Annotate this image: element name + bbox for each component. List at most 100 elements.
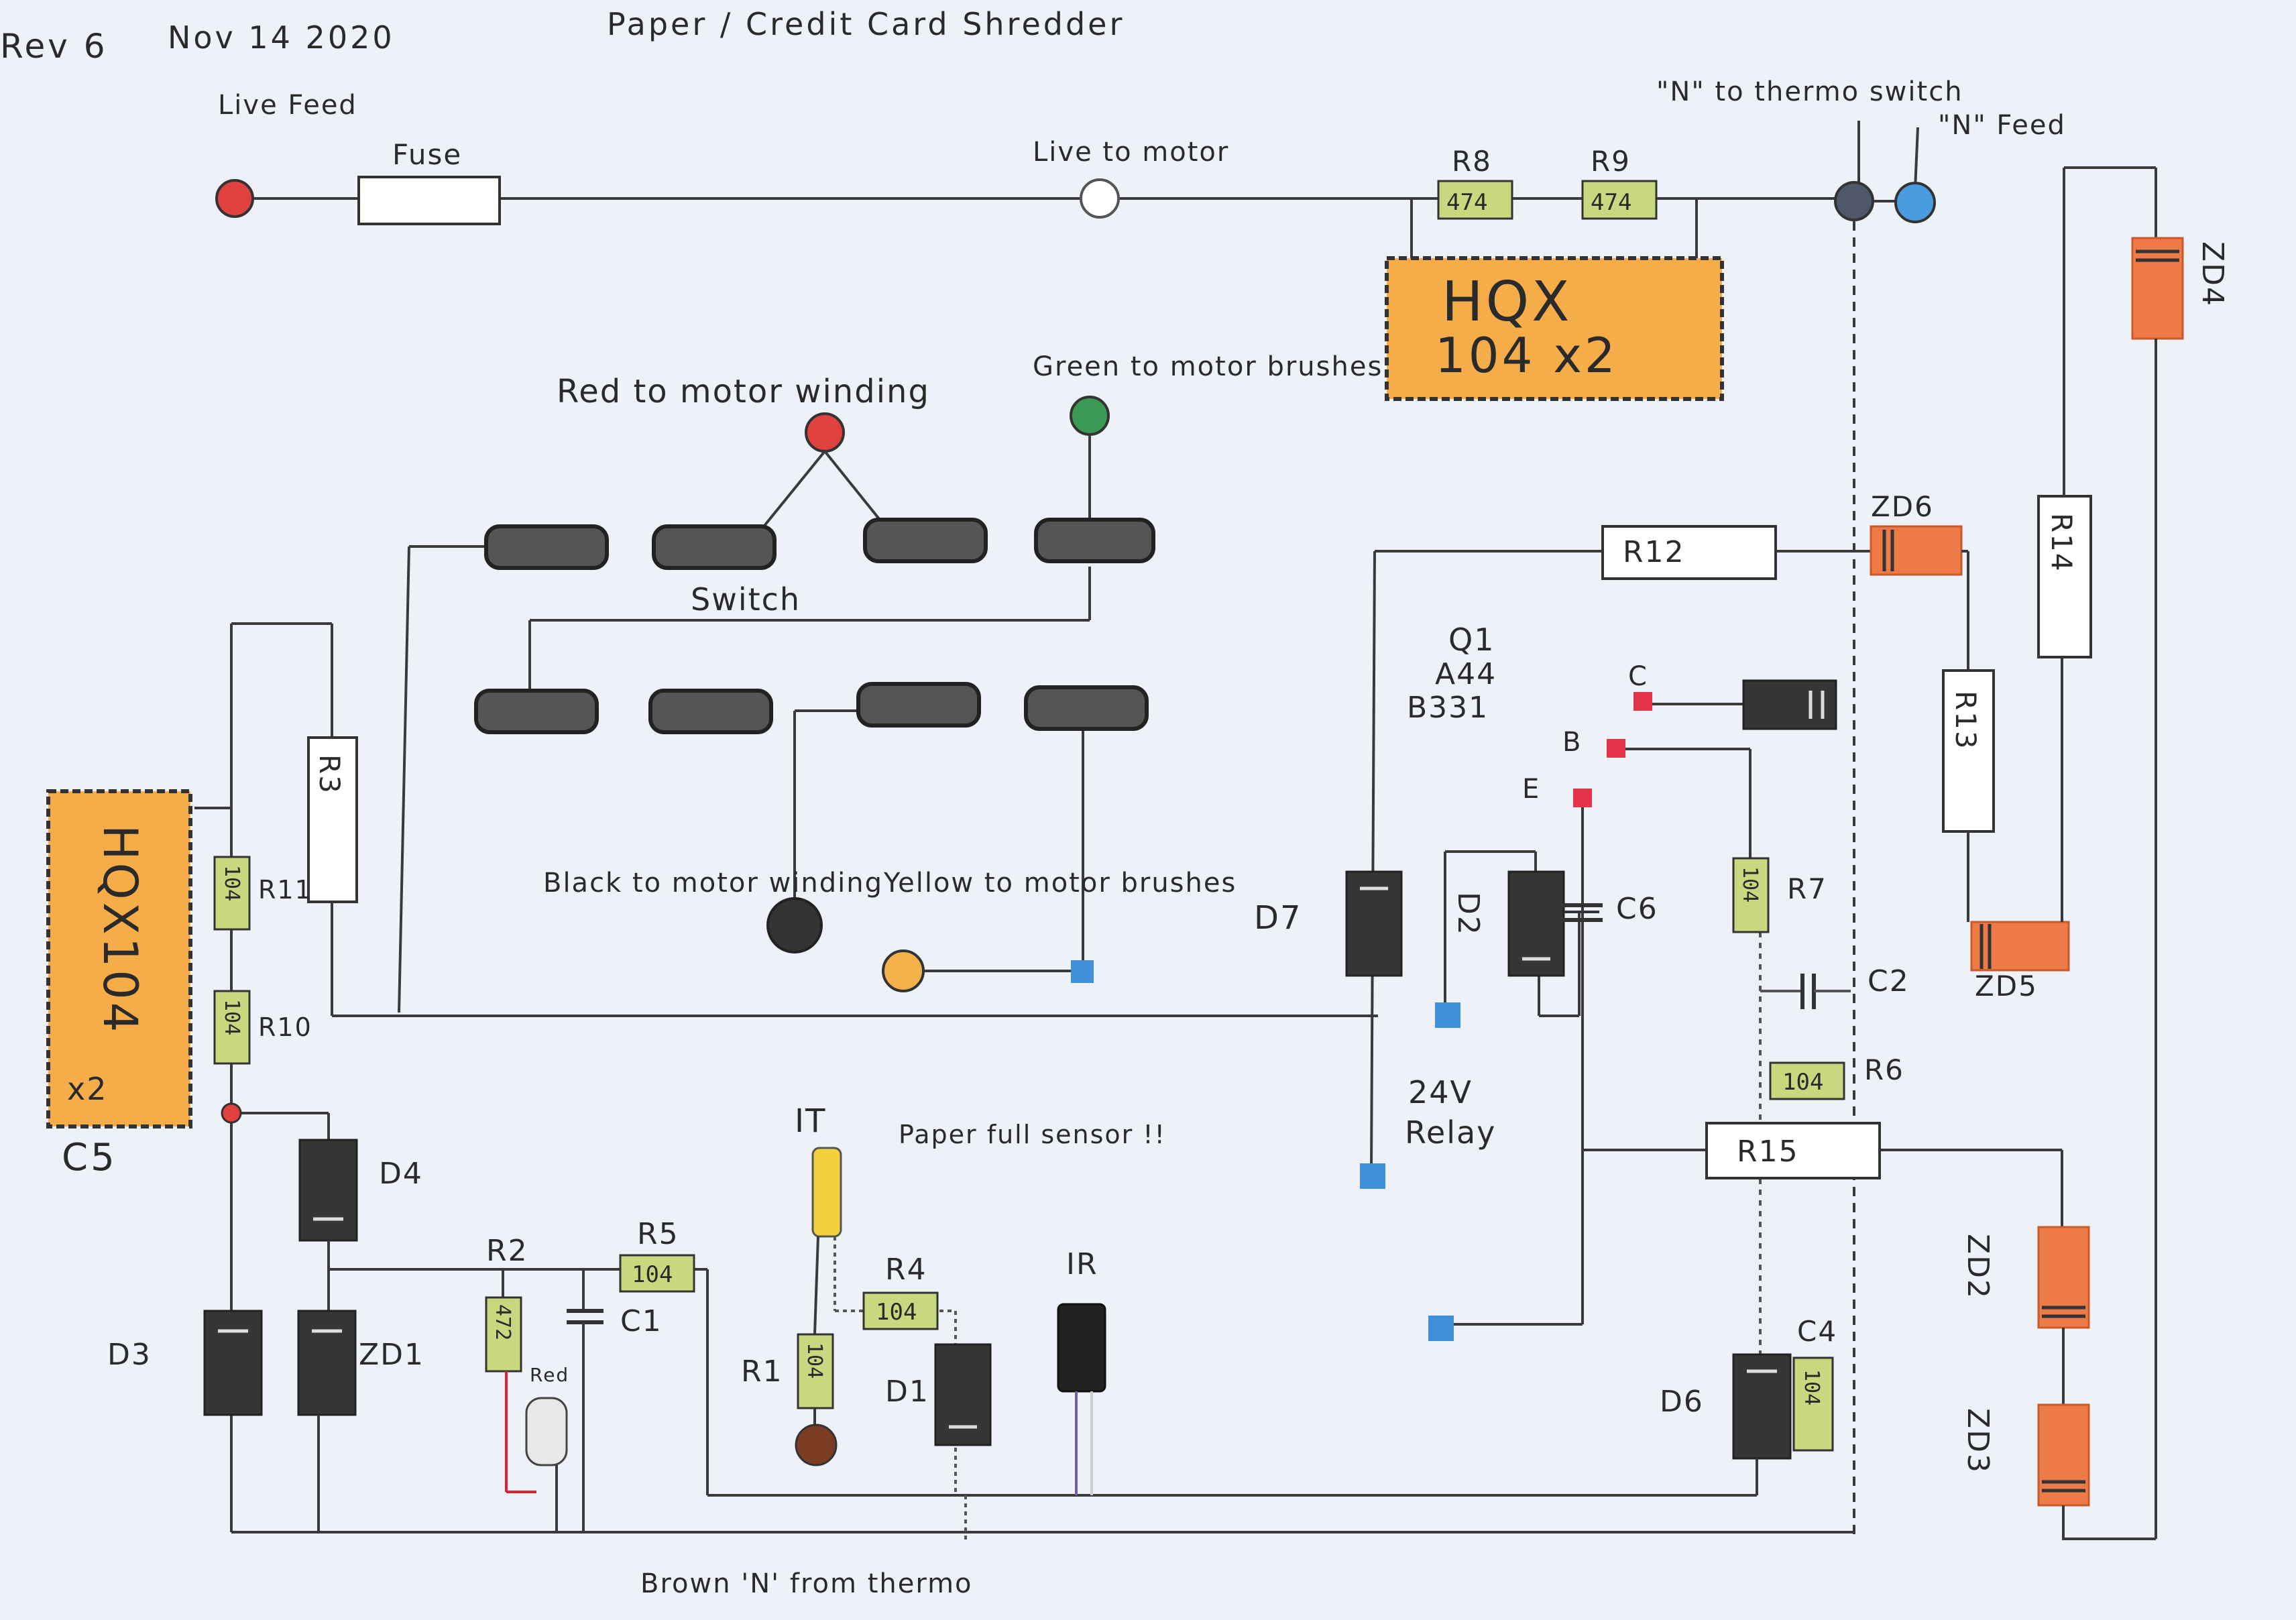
r13-label: R13 — [1949, 691, 1982, 750]
resistor-r9 — [1581, 180, 1658, 220]
resistor-r11 — [213, 856, 251, 931]
it-label: IT — [795, 1102, 826, 1140]
r6-label: R6 — [1864, 1053, 1904, 1086]
c4-value: 104 — [1800, 1369, 1823, 1405]
relay-pad-b — [1435, 1002, 1460, 1028]
resistor-r10 — [213, 990, 251, 1065]
zd3-label: ZD3 — [1961, 1408, 1995, 1474]
left-bus — [194, 622, 1854, 1534]
revision-label: Rev 6 — [0, 27, 108, 66]
live-feed-terminal — [215, 179, 254, 218]
r8-label: R8 — [1452, 145, 1492, 178]
r5-label: R5 — [637, 1217, 679, 1251]
r10-label: R10 — [258, 1013, 312, 1042]
black-winding-terminal — [766, 897, 823, 953]
fuse — [357, 176, 501, 225]
fuse-label: Fuse — [392, 138, 462, 171]
red-capacitor — [525, 1397, 568, 1466]
resistor-r7 — [1732, 857, 1770, 933]
zener-zd1 — [297, 1310, 357, 1416]
top-capacitor-network: 474 R8 474 R9 HQX 104 x2 — [1385, 145, 1724, 401]
switch-contact-6 — [648, 689, 773, 734]
d7-label: D7 — [1254, 899, 1302, 937]
r4-value: 104 — [876, 1299, 917, 1326]
date-label: Nov 14 2020 — [168, 19, 395, 56]
relay-wiring — [1370, 550, 2063, 1326]
r2-value: 472 — [491, 1304, 514, 1340]
hqx-top-line1: HQX — [1442, 270, 1572, 334]
switch-contact-2 — [652, 524, 777, 570]
zener-zd2 — [2037, 1226, 2090, 1329]
resistor-r14 — [2037, 495, 2092, 658]
relay-pad-a — [1360, 1163, 1385, 1189]
c5-label: C5 — [62, 1136, 117, 1179]
relay-pad-c — [1428, 1316, 1454, 1341]
switch-contacts — [474, 518, 1155, 734]
q1-e-label: E — [1522, 774, 1540, 805]
yellow-brushes-label: Yellow to motor brushes — [883, 868, 1237, 899]
switch-contact-1 — [484, 524, 609, 570]
r15-label: R15 — [1737, 1135, 1799, 1169]
hqx-module-top — [1385, 256, 1724, 401]
brown-terminal — [795, 1424, 838, 1466]
zener-zd5 — [1970, 921, 2070, 972]
d6-label: D6 — [1660, 1385, 1704, 1419]
diode-d7 — [1345, 870, 1403, 977]
zd6-label: ZD6 — [1871, 490, 1934, 523]
r6-value: 104 — [1782, 1069, 1823, 1096]
switch-contact-5 — [474, 689, 599, 734]
zener-zd3 — [2037, 1403, 2090, 1507]
r9-value: 474 — [1591, 189, 1631, 216]
yellow-brushes-terminal — [882, 949, 925, 992]
r1-value: 104 — [803, 1342, 826, 1379]
switch-contact-8 — [1024, 685, 1149, 731]
live-feed-label: Live Feed — [218, 90, 357, 121]
r3-label: R3 — [313, 754, 346, 795]
r7-value: 104 — [1738, 866, 1762, 903]
q1-line2: A44 — [1435, 657, 1497, 691]
green-brushes-terminal — [1070, 396, 1110, 436]
hqx-module-side — [46, 789, 192, 1129]
title-label: Paper / Credit Card Shredder — [607, 6, 1125, 42]
d2-label: D2 — [1451, 892, 1485, 936]
zd4-label: ZD4 — [2195, 241, 2230, 307]
q1-collector-diode — [1742, 679, 1837, 730]
relay-line1: 24V — [1408, 1074, 1473, 1110]
ir-sensor — [1057, 1303, 1106, 1393]
q1-c-label: C — [1628, 661, 1648, 692]
resistor-r8 — [1437, 180, 1513, 220]
r2-label: R2 — [486, 1234, 528, 1268]
relay-line2: Relay — [1405, 1114, 1496, 1151]
q1-line3: B331 — [1407, 691, 1489, 725]
r9-label: R9 — [1591, 145, 1631, 178]
r11-label: R11 — [258, 875, 312, 905]
black-winding-label: Black to motor winding — [543, 868, 883, 899]
d1-label: D1 — [885, 1375, 929, 1409]
red-winding-label: Red to motor winding — [557, 373, 930, 410]
diode-d4 — [298, 1139, 358, 1242]
r12-label: R12 — [1623, 535, 1685, 569]
paper-full-label: Paper full sensor !! — [899, 1120, 1166, 1149]
r1-label: R1 — [741, 1354, 783, 1389]
c1-label: C1 — [620, 1304, 663, 1338]
q1-collector-pad — [1633, 692, 1652, 711]
live-to-motor-label: Live to motor — [1033, 137, 1229, 168]
neutral-thermo-terminal — [1834, 181, 1874, 221]
r5-value: 104 — [632, 1261, 673, 1288]
resistor-r15 — [1705, 1122, 1881, 1179]
resistor-r2 — [485, 1296, 522, 1373]
c2-label: C2 — [1868, 964, 1910, 998]
n-feed-label: "N" Feed — [1938, 110, 2066, 141]
q1-base-pad — [1607, 739, 1625, 758]
resistor-r5 — [619, 1254, 695, 1293]
neutral-feed-terminal — [1894, 182, 1936, 223]
junction-red — [221, 1102, 242, 1124]
resistor-r4 — [862, 1291, 939, 1330]
c6-label: C6 — [1616, 892, 1658, 926]
zd1-label: ZD1 — [359, 1338, 424, 1372]
red-cap-tag: Red — [530, 1364, 569, 1386]
switch-label: Switch — [691, 581, 801, 618]
resistor-r1 — [797, 1333, 834, 1409]
it-sensor — [811, 1147, 842, 1238]
